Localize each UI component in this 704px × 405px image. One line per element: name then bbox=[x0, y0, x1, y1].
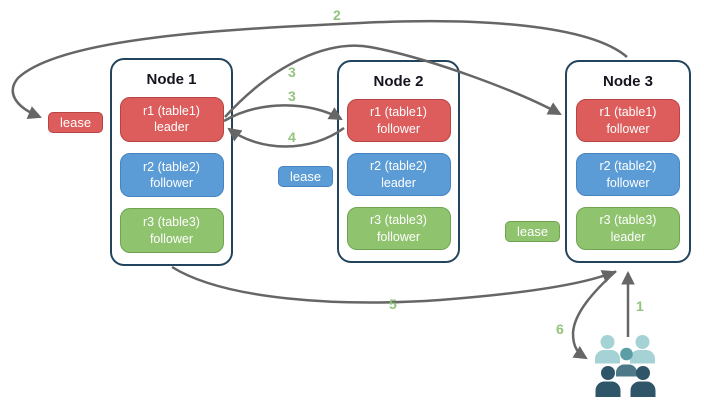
lease-badge-table1: lease bbox=[48, 112, 104, 133]
node-1-title: Node 1 bbox=[146, 71, 197, 88]
node-3-replica-r3: r3 (table3) leader bbox=[576, 207, 680, 250]
replica-role: leader bbox=[381, 175, 416, 190]
replica-role: follower bbox=[149, 176, 194, 190]
step-label-6: 6 bbox=[556, 321, 564, 337]
step-label-3a: 3 bbox=[288, 64, 296, 80]
replica-label: r1 (table1) bbox=[599, 105, 657, 120]
node-2: Node 2 r1 (table1) follower r2 (table2) … bbox=[337, 60, 460, 263]
replica-label: r1 (table1) bbox=[370, 105, 427, 120]
step-label-2: 2 bbox=[333, 7, 341, 23]
node-3: Node 3 r1 (table1) follower r2 (table2) … bbox=[565, 60, 691, 263]
arrow-step4-node2-to-node1 bbox=[227, 126, 345, 148]
step-label-3b: 3 bbox=[288, 88, 296, 104]
node-1-replica-r2: r2 (table2) follower bbox=[119, 152, 224, 198]
replica-label: r2 (table2) bbox=[370, 159, 427, 174]
lease-label: lease bbox=[290, 169, 322, 184]
node-2-replica-r2: r2 (table2) leader bbox=[346, 153, 451, 196]
node-3-replica-r2: r2 (table2) follower bbox=[576, 153, 680, 196]
replica-label: r1 (table1) bbox=[143, 104, 200, 119]
replica-label: r3 (table3) bbox=[143, 215, 200, 230]
replica-label: r2 (table2) bbox=[599, 159, 657, 174]
replica-role: leader bbox=[610, 229, 646, 244]
step-label-1: 1 bbox=[636, 298, 644, 314]
node-2-title: Node 2 bbox=[373, 73, 424, 90]
lease-badge-table2: lease bbox=[278, 166, 334, 187]
arrow-step3-node1-to-node2 bbox=[223, 104, 343, 123]
replica-role: leader bbox=[154, 120, 189, 135]
step-label-4: 4 bbox=[288, 129, 296, 145]
node-2-replica-r1: r1 (table1) follower bbox=[346, 99, 451, 142]
step-label-5: 5 bbox=[389, 296, 397, 312]
lease-label: lease bbox=[517, 224, 549, 239]
replica-role: follower bbox=[376, 121, 421, 136]
replica-role: follower bbox=[376, 229, 421, 244]
replica-label: r3 (table3) bbox=[370, 213, 427, 228]
node-3-replica-r1: r1 (table1) follower bbox=[576, 99, 680, 142]
lease-label: lease bbox=[60, 115, 92, 130]
replica-label: r2 (table2) bbox=[143, 159, 200, 174]
lease-badge-table3: lease bbox=[505, 221, 561, 242]
node-1-replica-r1: r1 (table1) leader bbox=[119, 97, 224, 142]
replica-role: follower bbox=[606, 121, 650, 136]
clients-group-icon bbox=[595, 335, 656, 397]
arrow-step2-node3-to-lease1 bbox=[11, 19, 628, 119]
node-3-title: Node 3 bbox=[602, 73, 653, 90]
node-1-replica-r3: r3 (table3) follower bbox=[119, 208, 224, 254]
node-1: Node 1 r1 (table1) leader r2 (table2) fo… bbox=[110, 58, 233, 266]
node-2-replica-r3: r3 (table3) follower bbox=[346, 207, 451, 250]
replica-label: r3 (table3) bbox=[599, 213, 657, 228]
replica-role: follower bbox=[149, 231, 194, 246]
replica-role: follower bbox=[606, 175, 650, 190]
